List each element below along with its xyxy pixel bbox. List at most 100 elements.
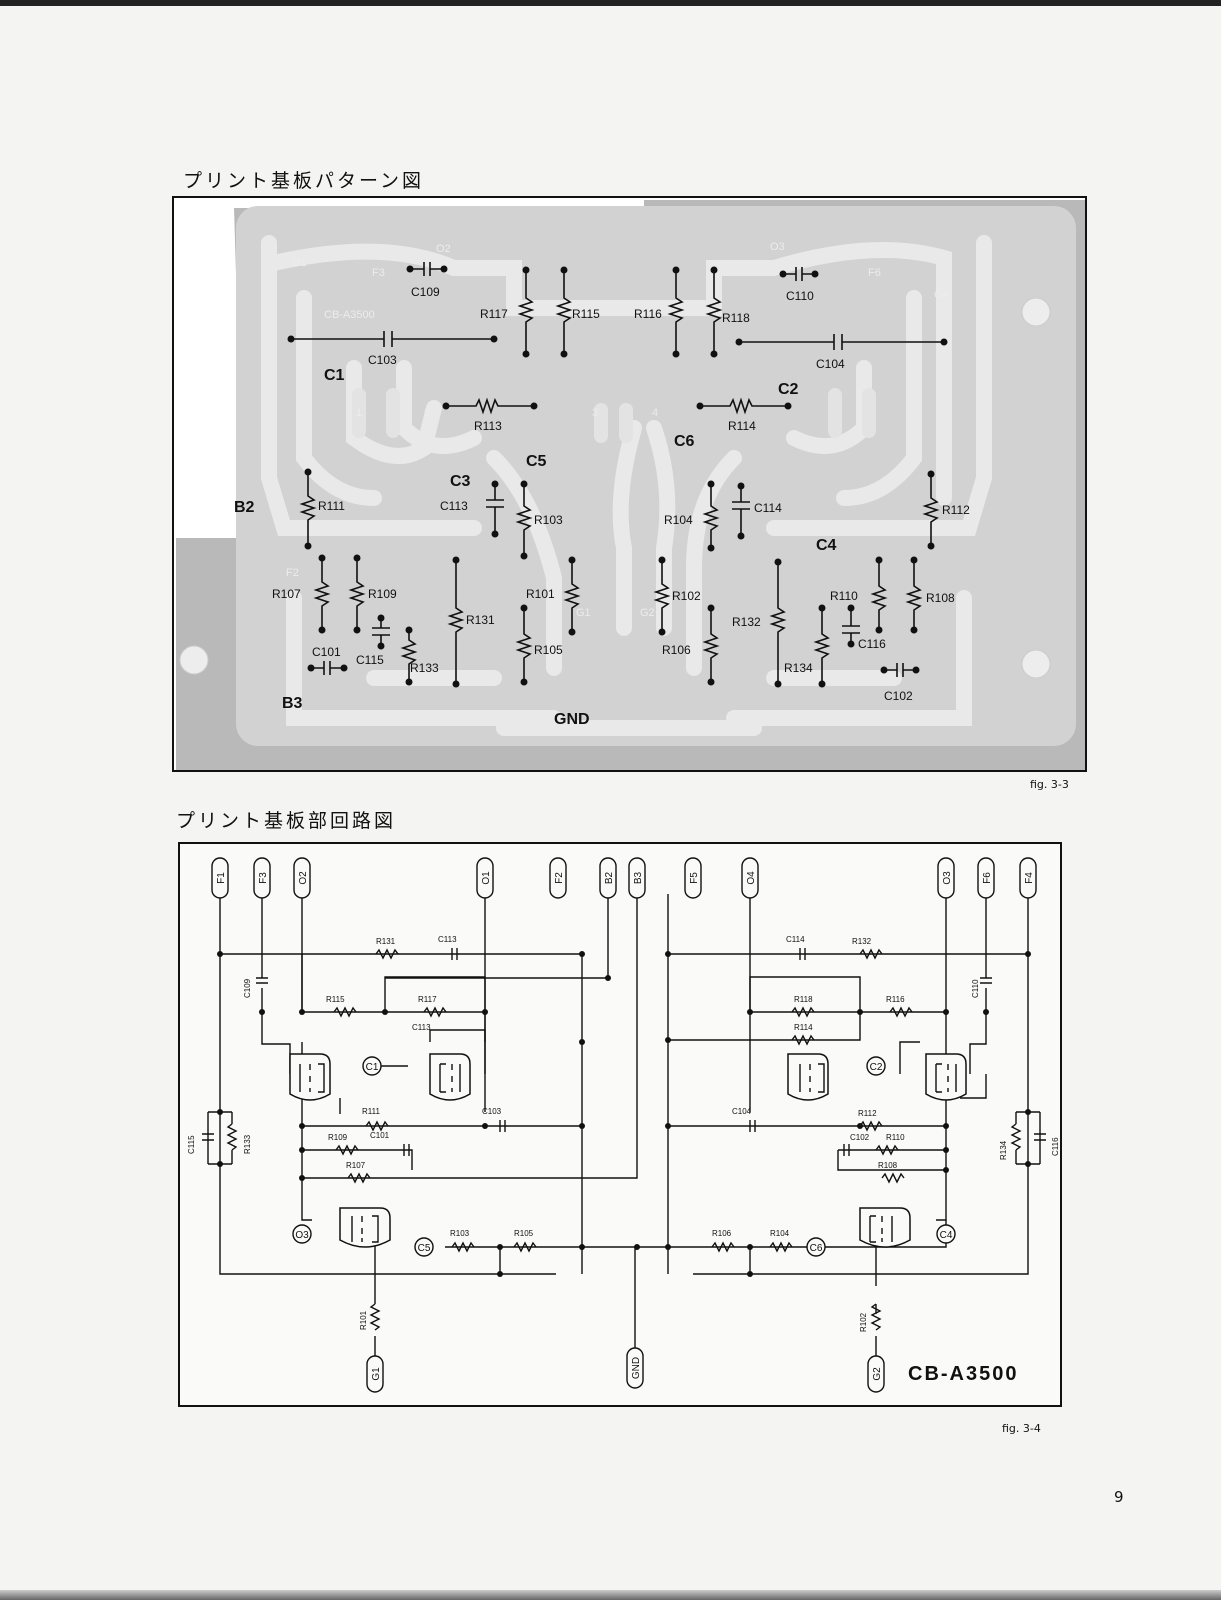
svg-text:R134: R134 xyxy=(999,1140,1008,1160)
svg-text:R113: R113 xyxy=(474,419,502,433)
svg-text:R132: R132 xyxy=(852,937,872,946)
section-title-pcb-circuit: プリント基板部回路図 xyxy=(176,810,397,832)
svg-text:C113: C113 xyxy=(438,935,457,944)
svg-text:R114: R114 xyxy=(728,419,756,433)
svg-text:2: 2 xyxy=(424,407,430,419)
pcb-component-lines xyxy=(291,262,944,684)
svg-text:R112: R112 xyxy=(858,1109,877,1118)
schematic-drawing: C1 C2 O3 C5 C6 C4 F1 F3 O2 O1 F2 B2 B3 F… xyxy=(187,857,1060,1393)
svg-text:R118: R118 xyxy=(794,995,813,1004)
svg-text:F5: F5 xyxy=(689,872,700,884)
svg-text:B2: B2 xyxy=(604,871,615,884)
svg-text:C113: C113 xyxy=(412,1023,431,1032)
svg-text:R104: R104 xyxy=(770,1229,790,1238)
svg-text:C104: C104 xyxy=(816,357,845,371)
svg-text:C5: C5 xyxy=(418,1243,431,1254)
top-edge-shadow xyxy=(0,0,1221,6)
schematic-bottom-terminal-labels: G1 GND G2 xyxy=(371,1357,883,1381)
svg-text:R131: R131 xyxy=(466,613,495,627)
svg-text:R105: R105 xyxy=(534,643,563,657)
svg-text:F1: F1 xyxy=(216,872,227,884)
svg-text:R116: R116 xyxy=(634,307,662,321)
svg-text:C1: C1 xyxy=(324,367,345,384)
svg-text:R101: R101 xyxy=(526,587,555,601)
svg-text:O1: O1 xyxy=(292,257,307,269)
svg-text:R131: R131 xyxy=(376,937,396,946)
svg-text:C2: C2 xyxy=(870,1062,883,1073)
svg-text:R110: R110 xyxy=(886,1133,905,1142)
svg-text:B3: B3 xyxy=(282,695,303,712)
model-name: CB-A3500 xyxy=(908,1363,1018,1385)
schematic-wires xyxy=(219,894,1029,1364)
svg-text:R104: R104 xyxy=(664,513,693,527)
svg-text:F6: F6 xyxy=(868,267,881,279)
svg-text:C115: C115 xyxy=(187,1135,196,1154)
svg-text:G1: G1 xyxy=(576,607,591,619)
svg-text:R117: R117 xyxy=(480,307,508,321)
svg-text:R115: R115 xyxy=(572,307,600,321)
svg-text:F2: F2 xyxy=(286,567,299,579)
svg-text:R105: R105 xyxy=(514,1229,534,1238)
svg-text:R109: R109 xyxy=(328,1133,348,1142)
svg-text:R107: R107 xyxy=(272,587,301,601)
svg-text:C5: C5 xyxy=(526,453,547,470)
svg-text:B2: B2 xyxy=(234,499,255,516)
schematic-component-labels: R131 C113 C114 R132 C109 C110 R115 R117 … xyxy=(187,935,1060,1332)
svg-text:C104: C104 xyxy=(732,1107,752,1116)
svg-text:G1: G1 xyxy=(371,1367,382,1381)
schematic-node-circles xyxy=(292,1056,956,1257)
svg-text:3: 3 xyxy=(592,407,598,419)
svg-text:C115: C115 xyxy=(356,653,384,667)
schematic-capacitors xyxy=(202,948,1046,1165)
schematic-figure: C1 C2 O3 C5 C6 C4 F1 F3 O2 O1 F2 B2 B3 F… xyxy=(178,842,1062,1407)
svg-text:G2: G2 xyxy=(640,607,655,619)
svg-text:R132: R132 xyxy=(732,615,761,629)
svg-text:O3: O3 xyxy=(770,241,785,253)
schematic-bottom-terminals xyxy=(366,1347,885,1393)
pcb-solder-points xyxy=(287,265,948,688)
svg-text:R109: R109 xyxy=(368,587,397,601)
svg-text:C109: C109 xyxy=(411,285,440,299)
svg-text:C4: C4 xyxy=(816,537,837,554)
svg-text:R108: R108 xyxy=(926,591,955,605)
pcb-component-labels: C109 C110 R117 R115 R116 R118 C103 C104 … xyxy=(272,285,970,703)
svg-text:C110: C110 xyxy=(971,979,980,998)
svg-text:C114: C114 xyxy=(754,501,782,515)
svg-text:R117: R117 xyxy=(418,995,437,1004)
svg-text:F2: F2 xyxy=(554,872,565,884)
figure-caption-3-4: fig. 3-4 xyxy=(1002,1422,1041,1435)
svg-text:C6: C6 xyxy=(674,433,695,450)
bottom-edge-shadow xyxy=(0,1590,1221,1600)
svg-text:C101: C101 xyxy=(370,1131,390,1140)
schematic-junctions xyxy=(217,951,1031,1277)
svg-text:C114: C114 xyxy=(786,935,805,944)
svg-text:C3: C3 xyxy=(450,473,471,490)
svg-text:R115: R115 xyxy=(326,995,345,1004)
svg-text:O3: O3 xyxy=(942,871,953,885)
schematic-node-labels: C1 C2 O3 C5 C6 C4 xyxy=(295,1062,952,1254)
svg-text:C102: C102 xyxy=(850,1133,870,1142)
svg-text:C6: C6 xyxy=(810,1243,823,1254)
svg-text:R107: R107 xyxy=(346,1161,366,1170)
svg-text:F6: F6 xyxy=(982,872,993,884)
svg-text:GND: GND xyxy=(631,1357,642,1379)
schematic-resistors xyxy=(220,948,1028,1331)
section-title-pcb-pattern: プリント基板パターン図 xyxy=(183,170,425,192)
svg-text:R101: R101 xyxy=(359,1310,368,1330)
pcb-zone-labels: C1 C2 C3 C4 C5 C6 B2 B3 GND xyxy=(234,367,837,728)
svg-text:C116: C116 xyxy=(858,637,886,651)
svg-text:F4: F4 xyxy=(1024,872,1035,884)
svg-text:R111: R111 xyxy=(362,1107,380,1116)
svg-text:R106: R106 xyxy=(662,643,691,657)
svg-text:C2: C2 xyxy=(778,381,799,398)
pcb-mount-holes xyxy=(179,297,1051,679)
svg-text:C110: C110 xyxy=(786,289,814,303)
svg-text:4: 4 xyxy=(652,407,658,419)
svg-text:R106: R106 xyxy=(712,1229,732,1238)
pcb-pattern-figure: O1 O2 F3 CB-A3500 O3 F6 O4 F2 G1 G2 1 2 … xyxy=(172,196,1087,772)
svg-text:R112: R112 xyxy=(942,503,970,517)
pcb-tube-pads xyxy=(352,388,876,443)
svg-text:CB-A3500: CB-A3500 xyxy=(324,309,375,321)
svg-text:R103: R103 xyxy=(450,1229,470,1238)
svg-text:R133: R133 xyxy=(410,661,439,675)
